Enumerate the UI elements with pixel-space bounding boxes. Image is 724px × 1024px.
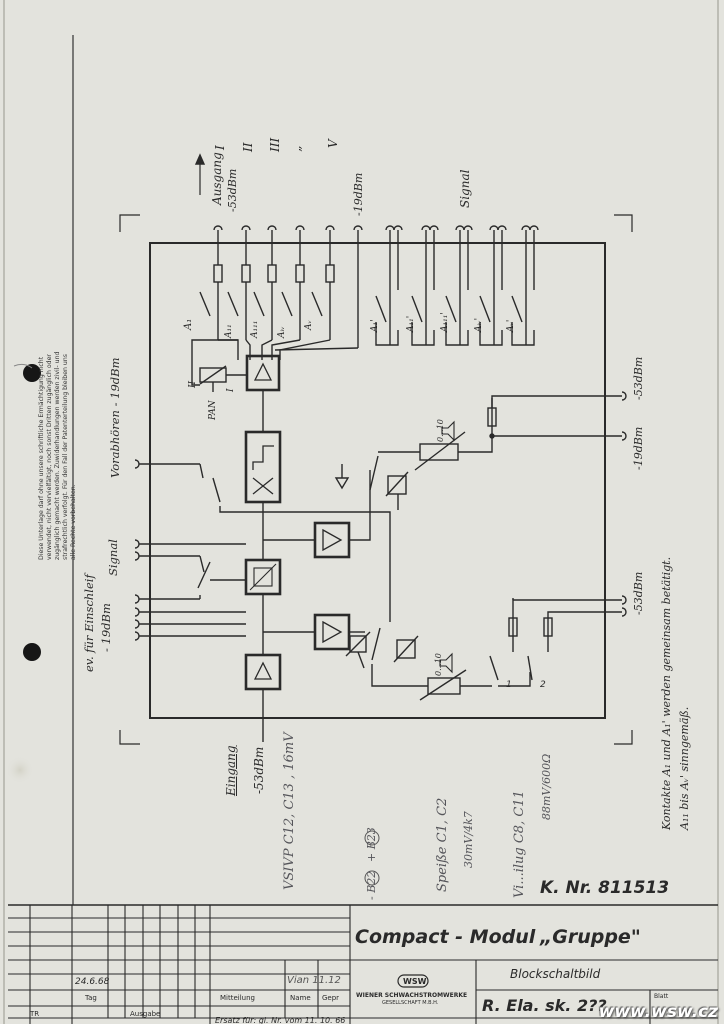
date-entry: 24.6.68 — [75, 977, 110, 987]
pan-ii: II — [188, 380, 198, 388]
label-right-53: -53dBm — [632, 356, 645, 400]
name-label: Name — [290, 994, 311, 1002]
handwritten-note-3a: Speiße C1, C2 — [435, 797, 450, 892]
tag-label: Tag — [85, 994, 97, 1002]
handwritten-note-2b: - B22 — [365, 870, 378, 900]
title-gruppe: „Gruppe" — [540, 926, 641, 948]
pan-i: I — [226, 388, 236, 392]
label-einschleif: ev. für Einschleif — [82, 574, 96, 672]
roman-4: ” — [297, 145, 311, 152]
punch-hole-top — [23, 364, 41, 382]
contacts-note-1: Kontakte A₁ und A₁' werden gemeinsam bet… — [660, 556, 673, 830]
ersatz-note: Ersatz für: gl. Nr. vom 11. 10. 66 — [215, 1016, 346, 1024]
module-frame — [149, 242, 606, 719]
label-out-19: -19dBm — [352, 172, 365, 216]
handwritten-note-1: VSIVP C12, C13 , 16mV — [282, 732, 297, 890]
pan-label: PAN — [208, 400, 218, 420]
roman-3: III — [268, 137, 282, 152]
punch-hole-bottom — [23, 643, 41, 661]
handwritten-note-4a: Vi...ilug C8, C11 — [512, 790, 527, 898]
tr-label: TR — [30, 1010, 40, 1018]
drawing-type: Blockschaltbild — [510, 967, 601, 981]
title-block — [8, 904, 718, 1024]
handwritten-note-3b: 30mV/4k7 — [462, 811, 475, 868]
a-label-4: Aᵢᵥ — [277, 326, 287, 338]
label-ausgang-level: -53dBm — [226, 168, 239, 212]
gepr-label: Gepr — [322, 994, 340, 1002]
company-sub: GESELLSCHAFT M.B.H. — [382, 1000, 439, 1006]
ap-label-2: A₁₁' — [406, 315, 416, 332]
label-right-53b: -53dBm — [632, 571, 645, 615]
fader-scale-1: 0...10 — [436, 419, 445, 442]
label-right-19: -19dBm — [632, 426, 645, 470]
signature: Vian 11.12 — [287, 975, 341, 986]
a-switches — [199, 290, 331, 340]
a-label-5: Aᵥ — [304, 320, 314, 330]
contacts-note-2: A₁₁ bis Aᵥ' sinngemäß. — [678, 706, 691, 830]
roman-5: V — [326, 139, 340, 148]
roman-1: I — [213, 145, 227, 150]
label-einschleif-level: - 19dBm — [99, 603, 113, 652]
a-label-2: A₁₁ — [224, 324, 234, 338]
handwritten-note-2a: + B23 — [365, 827, 378, 862]
label-eingang-level: -53dBm — [252, 746, 266, 794]
ap-label-4: Aᵢᵥ' — [474, 317, 484, 332]
ap-label-5: Aᵥ' — [506, 319, 516, 332]
label-signal-left: Signal — [106, 539, 120, 576]
ausgabe-label: Ausgabe — [130, 1010, 161, 1018]
a-label-1: A₁ — [183, 318, 194, 330]
ap-label-3: A₁₁₁' — [440, 312, 450, 332]
mitteilung-label: Mitteilung — [220, 994, 255, 1002]
switch-2-label: 2 — [540, 680, 546, 690]
k-number: K. Nr. 811513 — [540, 878, 670, 898]
drawing-number: R. Ela. sk. 2?? — [482, 996, 607, 1015]
a-prime-switches — [375, 225, 539, 346]
legal-note: Diese Unterlage darf ohne unsere schrift… — [38, 351, 77, 560]
wsw-logo: WSW — [403, 977, 427, 986]
label-vorabhoren: Vorabhören - 19dBm — [108, 357, 122, 478]
a-label-3: A₁₁₁ — [250, 320, 260, 338]
output-jacks — [213, 225, 363, 348]
watermark: www.wsw.cz — [598, 1002, 718, 1022]
switch-1-label: 1 — [506, 680, 512, 690]
label-ausgang: Ausgang — [210, 152, 224, 205]
company-name: WIENER SCHWACHSTROMWERKE — [356, 992, 468, 999]
circuit-diagram — [119, 153, 633, 886]
roman-2: II — [241, 142, 255, 152]
label-signal-top: Signal — [458, 169, 472, 208]
handwritten-note-4b: 88mV/600Ω — [540, 753, 553, 820]
ap-label-1: A₁' — [370, 319, 380, 332]
blatt-label: Blatt — [654, 993, 669, 1000]
fader-scale-2: 0...10 — [434, 653, 443, 676]
label-eingang: Eingang — [224, 745, 238, 796]
title-module: Compact - Modul — [355, 926, 536, 948]
